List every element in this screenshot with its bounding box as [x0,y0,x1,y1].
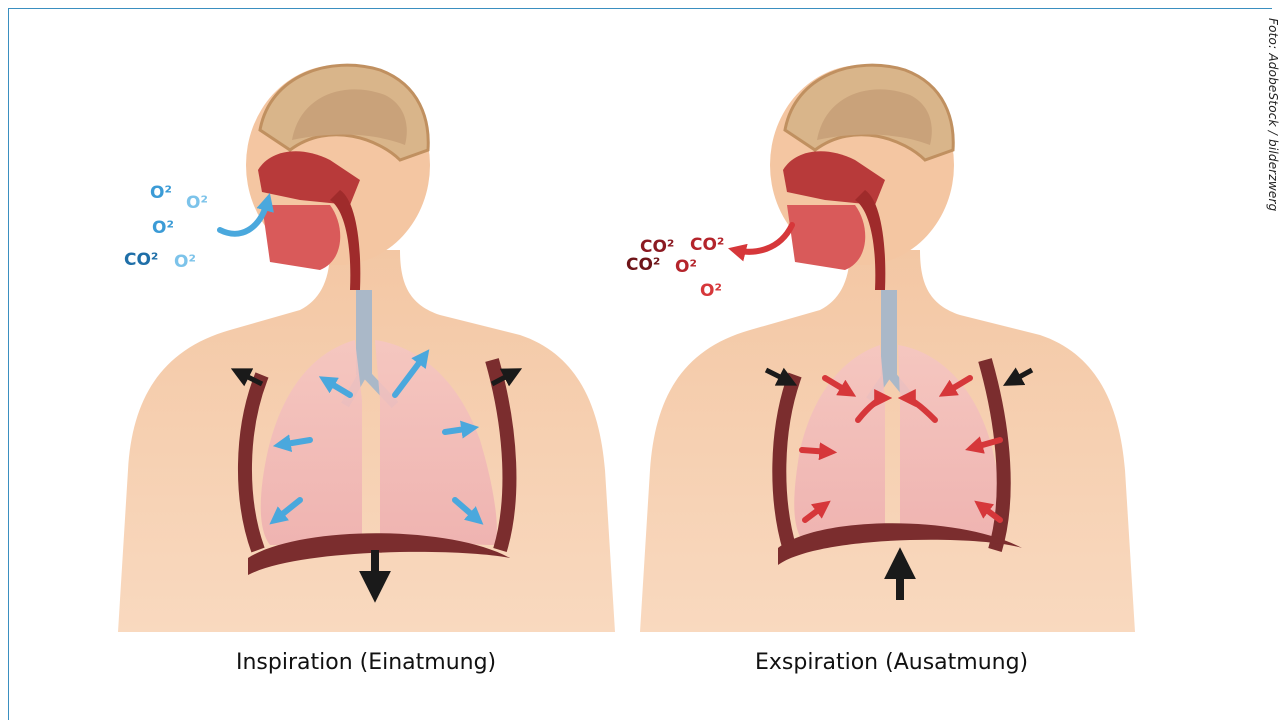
mouth-right [787,205,865,270]
exhale-mouth-arrow [735,225,792,252]
gas-label: O² [186,193,208,213]
inhale-arrow [445,428,472,432]
caption-exspiration: Exspiration (Ausatmung) [755,650,1028,675]
caption-inspiration: Inspiration (Einatmung) [236,650,496,675]
gas-label: CO² [690,235,724,255]
gas-label: O² [700,281,722,301]
gas-labels-inspiration: O² O² O² CO² O² [124,183,208,272]
gas-label: O² [675,257,697,277]
inspiration-figure [118,65,615,632]
gas-label: CO² [124,250,158,270]
mouth-left [262,205,340,270]
gas-label: CO² [626,255,660,275]
gas-label: O² [150,183,172,203]
gas-label: O² [174,252,196,272]
gas-labels-exspiration: CO² CO² CO² O² O² [626,235,724,301]
exhale-arrow [802,450,830,452]
gas-label: CO² [640,237,674,257]
exspiration-figure [640,65,1135,632]
trachea-right [881,290,897,375]
trachea-left [356,290,372,375]
gas-label: O² [152,218,174,238]
